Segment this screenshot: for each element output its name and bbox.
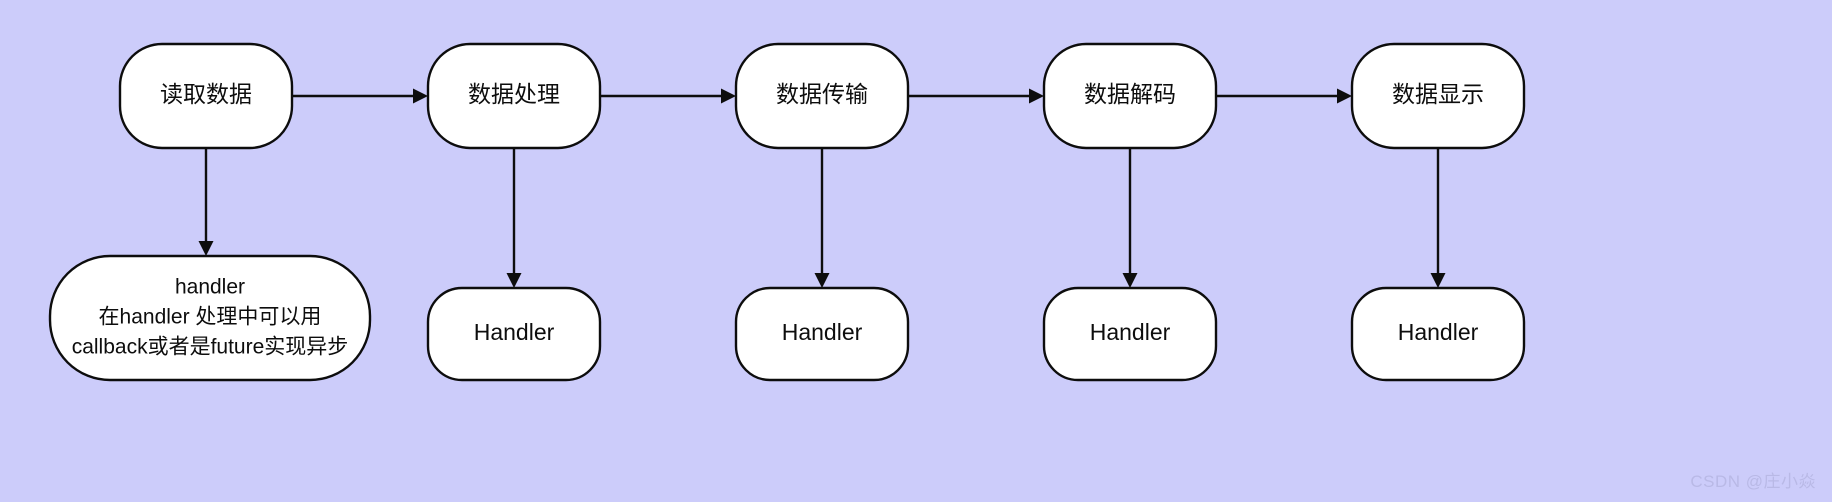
csdn-watermark: CSDN @庄小焱: [1690, 472, 1816, 491]
edge-horizontal-4-arrowhead-icon: [1337, 88, 1352, 104]
edge-vertical-4: [1122, 148, 1138, 288]
handler-node-3-label-0: Handler: [782, 319, 863, 345]
handler-node-2-shape: [426, 286, 602, 382]
edge-vertical-3-arrowhead-icon: [814, 273, 830, 288]
edge-vertical-2: [506, 148, 522, 288]
handler-node-5-shape: [1350, 286, 1526, 382]
stage-node-1-label-0: 读取数据: [160, 81, 252, 107]
edge-vertical-1-arrowhead-icon: [198, 241, 214, 256]
edge-vertical-3: [814, 148, 830, 288]
handler-node-2[interactable]: Handler: [426, 286, 602, 382]
edge-horizontal-1-arrowhead-icon: [413, 88, 428, 104]
handler-node-5-label-0: Handler: [1398, 319, 1479, 345]
edge-vertical-5: [1430, 148, 1446, 288]
stage-node-4-shape: [1042, 42, 1218, 150]
edge-vertical-4-arrowhead-icon: [1122, 273, 1138, 288]
edge-horizontal-3: [908, 88, 1044, 104]
edges-layer: [198, 88, 1446, 288]
handler-node-1-label-2: callback或者是future实现异步: [72, 336, 349, 359]
stage-node-1[interactable]: 读取数据: [118, 42, 294, 150]
edge-horizontal-4: [1216, 88, 1352, 104]
edge-horizontal-2-arrowhead-icon: [721, 88, 736, 104]
edge-horizontal-3-arrowhead-icon: [1029, 88, 1044, 104]
edge-vertical-5-arrowhead-icon: [1430, 273, 1446, 288]
stage-node-3[interactable]: 数据传输: [734, 42, 910, 150]
stage-node-5[interactable]: 数据显示: [1350, 42, 1526, 150]
handler-node-1-label-1: 在handler 处理中可以用: [99, 306, 322, 329]
handler-node-2-label-0: Handler: [474, 319, 555, 345]
stage-node-4-label-0: 数据解码: [1084, 81, 1176, 107]
stage-node-3-shape: [734, 42, 910, 150]
handler-node-1-label-0: handler: [175, 276, 245, 299]
handler-node-1-shape: [48, 254, 372, 382]
edge-vertical-1: [198, 148, 214, 256]
edge-horizontal-1: [292, 88, 428, 104]
handler-node-5[interactable]: Handler: [1350, 286, 1526, 382]
handler-node-1[interactable]: handler 在handler 处理中可以用 callback或者是future实…: [48, 254, 372, 382]
edge-vertical-2-arrowhead-icon: [506, 273, 522, 288]
edge-horizontal-2: [600, 88, 736, 104]
handler-node-3[interactable]: Handler: [734, 286, 910, 382]
stage-node-4[interactable]: 数据解码: [1042, 42, 1218, 150]
stage-node-1-shape: [118, 42, 294, 150]
handler-node-4[interactable]: Handler: [1042, 286, 1218, 382]
stage-node-2-label-0: 数据处理: [468, 81, 560, 107]
stage-node-5-shape: [1350, 42, 1526, 150]
handler-node-4-shape: [1042, 286, 1218, 382]
nodes-layer: 读取数据 handler 在handler 处理中可以用 callback或者是fut…: [48, 42, 1526, 382]
stage-node-2-shape: [426, 42, 602, 150]
handler-node-4-label-0: Handler: [1090, 319, 1171, 345]
stage-node-3-label-0: 数据传输: [776, 81, 868, 107]
stage-node-5-label-0: 数据显示: [1392, 81, 1484, 107]
handler-node-3-shape: [734, 286, 910, 382]
stage-node-2[interactable]: 数据处理: [426, 42, 602, 150]
